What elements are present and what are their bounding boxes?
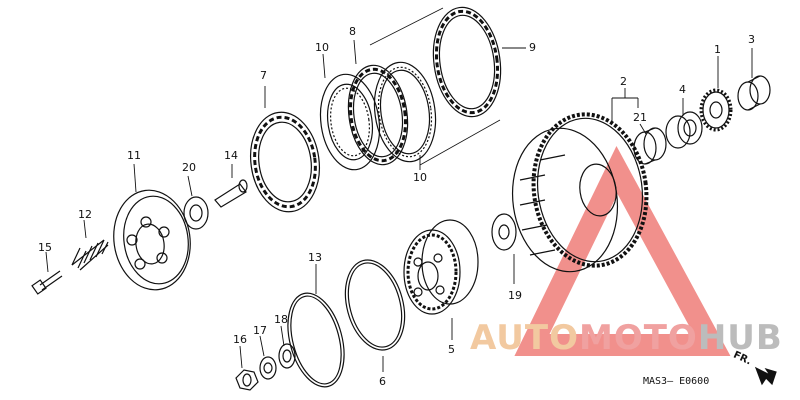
label-part-3: 3 [748,33,755,46]
label-part-14: 14 [224,149,238,162]
watermark-part-auto: AUTO [470,318,579,358]
part-2-clutch-outer [511,112,649,273]
drawing-code: MAS3— E0600 [643,376,710,387]
part-12-clutch-spring [71,239,109,271]
part-19-thrust-washer [491,213,517,251]
part-3-guide [737,75,771,111]
automotohub-watermark: AUTOMOTOHUB [470,318,783,358]
label-part-20: 20 [182,161,196,174]
part-4-collar [665,111,703,149]
label-part-5: 5 [448,343,455,356]
part-10-clutch-plate-back [373,61,437,163]
part-20-bearing [183,196,209,230]
label-part-10-upper: 10 [315,41,329,54]
label-part-13: 13 [308,251,322,264]
label-part-6: 6 [379,375,386,388]
label-part-18: 18 [274,313,288,326]
watermark-part-moto: MOTO [578,318,698,358]
part-15-bolt [31,270,63,295]
part-13-o-ring [287,292,345,388]
label-part-4: 4 [679,83,686,96]
part-11-pressure-plate [113,189,191,291]
part-10-clutch-plate-front [319,73,381,171]
label-part-2: 2 [620,75,627,88]
label-part-16: 16 [233,333,247,346]
label-part-8: 8 [349,25,356,38]
label-part-11: 11 [127,149,141,162]
label-part-21: 21 [633,111,647,124]
front-arrow-icon [754,366,777,386]
label-part-19: 19 [508,289,522,302]
part-17-lock-washer [259,356,277,380]
label-part-7: 7 [260,69,267,82]
watermark-triangle [514,145,731,356]
part-16-lock-nut [235,369,259,391]
label-part-10-lower: 10 [413,171,427,184]
part-8-friction-disc [347,64,409,166]
label-part-9: 9 [529,41,536,54]
watermark-part-hub: HUB [697,318,783,358]
part-6-o-ring [344,259,406,351]
part-7-friction-disc [250,111,320,213]
part-1-oil-pump-drive-sprocket [699,88,733,132]
part-9-friction-disc [432,6,502,118]
label-part-12: 12 [78,208,92,221]
part-5-clutch-center [403,219,479,315]
part-21-needle-bearing [633,127,667,165]
leader-lines [45,39,753,372]
label-part-1: 1 [714,43,721,56]
label-part-17: 17 [253,324,267,337]
part-14-lifter-piece [214,179,248,208]
plates-group-outline [369,7,501,166]
part-18-set-plate [278,343,296,369]
label-part-15: 15 [38,241,52,254]
